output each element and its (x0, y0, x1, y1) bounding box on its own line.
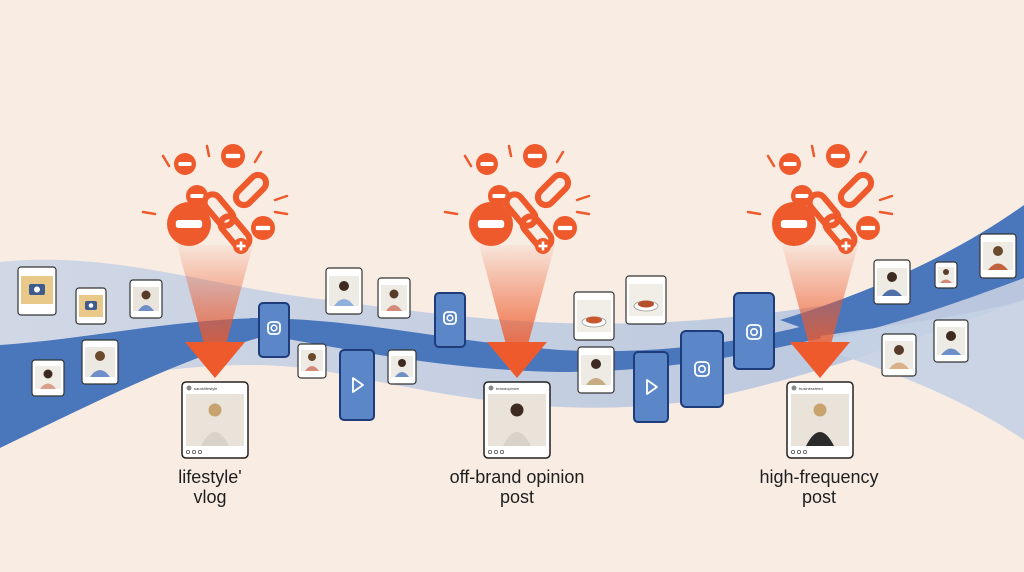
play-icon (633, 351, 669, 423)
person-icon (941, 331, 961, 355)
minus-circle-icon (221, 144, 245, 168)
event-frequency: businessfeed (746, 144, 894, 459)
down-arrow-icon (790, 342, 850, 378)
avatar (488, 385, 494, 391)
avatar (791, 385, 797, 391)
food-thumbnail (573, 291, 615, 341)
phone-instagram-large (680, 330, 724, 408)
post-card: businessfeed (786, 381, 854, 459)
camera-thumbnail (75, 287, 107, 325)
person-thumbnail (934, 261, 958, 289)
instagram-icon (434, 292, 466, 348)
down-arrow-icon (487, 342, 547, 378)
person-icon (138, 290, 154, 311)
burst-lines (141, 144, 289, 216)
camera-icon (29, 284, 45, 295)
plus-badge-icon (233, 238, 249, 254)
beam (177, 245, 253, 348)
post-username: businessfeed (799, 386, 823, 391)
event-lifestyle: sarahlifestyle (141, 144, 289, 459)
person-icon (510, 403, 524, 417)
person-icon (208, 403, 222, 417)
phone-instagram (434, 292, 466, 348)
food-thumbnail (625, 275, 667, 325)
phone-video (633, 351, 669, 423)
minus-circle-icon (174, 153, 196, 175)
person-thumbnail (873, 259, 911, 305)
person-icon (90, 351, 110, 377)
beam (479, 245, 555, 348)
person-icon (889, 345, 909, 369)
person-thumbnail (387, 349, 417, 385)
person-thumbnail (979, 233, 1017, 279)
post-card: brandopinion (483, 381, 551, 459)
person-icon (395, 359, 409, 377)
post-card: sarahlifestyle (181, 381, 249, 459)
plus-badge-icon (535, 238, 551, 254)
down-arrow-icon (185, 342, 245, 378)
minus-circle-icon (826, 144, 850, 168)
caption-line: high-frequency (759, 467, 879, 487)
avatar (186, 385, 192, 391)
camera-thumbnail (17, 266, 57, 316)
play-icon (339, 349, 375, 421)
light-stream-right (820, 300, 1024, 440)
phone-instagram-large (733, 292, 775, 370)
person-thumbnail (577, 346, 615, 394)
person-icon (334, 281, 354, 306)
post-username: sarahlifestyle (194, 386, 218, 391)
person-thumbnail (31, 359, 65, 397)
minus-circle-icon (856, 216, 880, 240)
camera-icon (85, 301, 97, 310)
minus-circle-icon (779, 153, 801, 175)
food-plate-icon (633, 300, 659, 312)
event-opinion: brandopinion (443, 144, 591, 459)
phone-video (339, 349, 375, 421)
events-layer: sarahlifestyle brandopinion businessfeed (141, 144, 894, 459)
minus-circle-icon (476, 153, 498, 175)
caption-line: off-brand opinion (449, 467, 585, 487)
food-plate-icon (581, 316, 607, 328)
minus-circle-icon (251, 216, 275, 240)
person-icon (813, 403, 827, 417)
burst-lines (443, 144, 591, 216)
caption-lifestyle: lifestyle' vlog (110, 467, 310, 507)
person-thumbnail (297, 343, 327, 379)
phone-instagram (258, 302, 290, 358)
caption-frequency: high-frequency post (719, 467, 919, 507)
caption-line: vlog (193, 487, 227, 507)
person-icon (988, 246, 1008, 270)
person-icon (586, 359, 606, 385)
caption-opinion: off-brand opinion post (417, 467, 617, 507)
minus-circle-icon (523, 144, 547, 168)
person-thumbnail (325, 267, 363, 315)
person-icon (305, 353, 319, 371)
person-thumbnail (129, 279, 163, 319)
person-icon (882, 272, 902, 296)
person-thumbnail (377, 277, 411, 319)
person-icon (940, 269, 952, 283)
caption-line: lifestyle' (178, 467, 242, 487)
minus-circle-icon (553, 216, 577, 240)
person-thumbnail (933, 319, 969, 363)
person-icon (386, 289, 402, 311)
caption-line: post (801, 487, 837, 507)
phones (258, 292, 775, 423)
beam (782, 245, 858, 348)
instagram-icon (258, 302, 290, 358)
person-thumbnail (81, 339, 119, 385)
person-icon (40, 369, 56, 389)
plus-badge-icon (838, 238, 854, 254)
scattered-thumbnails (17, 233, 1017, 397)
person-thumbnail (881, 333, 917, 377)
post-username: brandopinion (496, 386, 519, 391)
burst-lines (746, 144, 894, 216)
caption-line: post (499, 487, 535, 507)
